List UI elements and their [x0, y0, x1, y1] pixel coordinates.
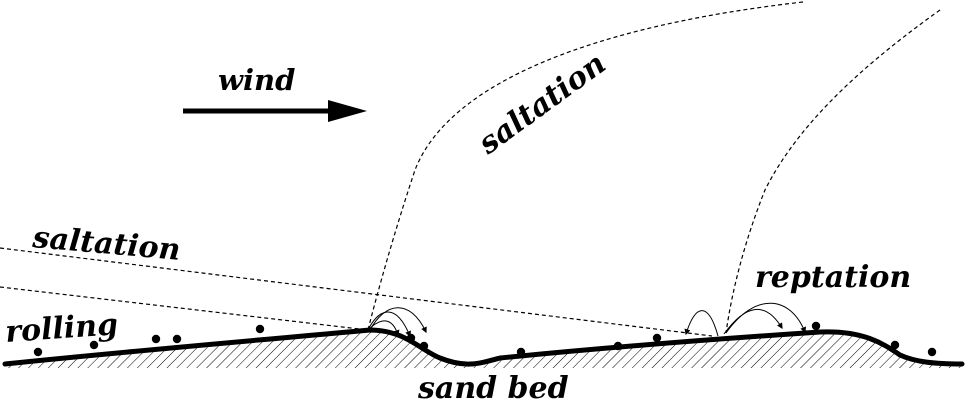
label-saltation-upper: saltation	[471, 46, 612, 162]
grain	[890, 340, 900, 350]
hop-right-2	[725, 302, 806, 334]
grain	[516, 347, 526, 357]
saltation-path-lower	[0, 247, 713, 337]
label-wind: wind	[218, 63, 295, 97]
label-saltation-lower: saltation	[30, 220, 182, 268]
grain	[172, 334, 182, 344]
sand-grains	[33, 321, 937, 357]
grain	[927, 347, 937, 357]
grain	[652, 333, 662, 343]
saltation-trajectories	[0, 1, 941, 337]
saltation-path-middle	[0, 286, 369, 331]
hop-left-1	[367, 311, 411, 338]
label-reptation: reptation	[755, 260, 911, 295]
hop-left-2	[369, 307, 427, 334]
label-sand-bed: sand bed	[417, 371, 569, 405]
grain	[419, 341, 429, 351]
wind-arrow-icon	[183, 100, 367, 122]
label-rolling: rolling	[4, 307, 119, 350]
sand-bed-surface	[2, 327, 965, 367]
grain	[33, 347, 43, 357]
reptation-hops	[367, 302, 806, 338]
hop-left-3	[367, 320, 400, 337]
grain	[613, 341, 623, 351]
hop-right-1	[723, 309, 783, 335]
grain	[406, 333, 416, 343]
grain	[811, 321, 821, 331]
grain	[151, 334, 161, 344]
saltation-path-upper-right	[725, 9, 941, 334]
grain	[89, 340, 99, 350]
saltation-path-upper-left	[367, 1, 804, 331]
hop-right-back	[684, 310, 719, 337]
grain	[255, 324, 265, 334]
